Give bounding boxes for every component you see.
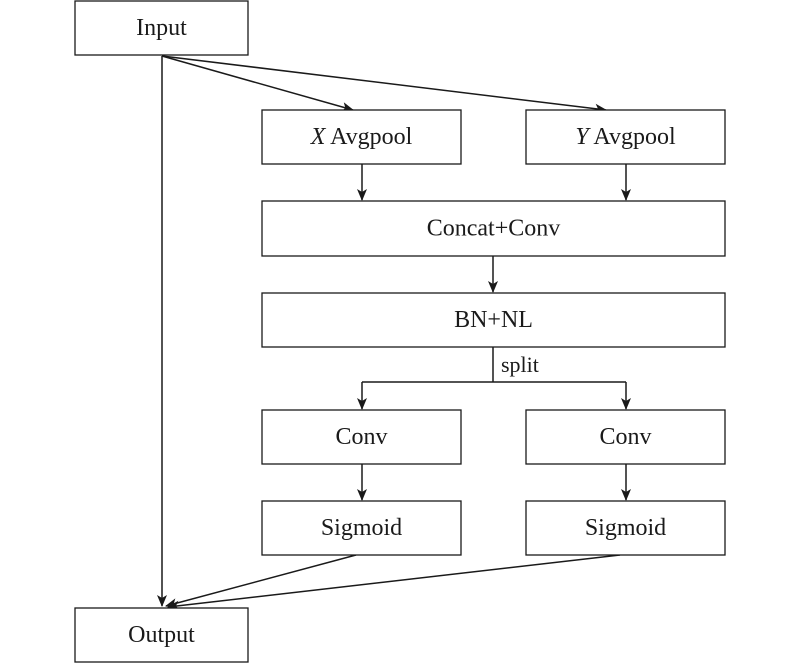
edge-sigmoid-right-to-output — [167, 554, 621, 611]
node-x-avgpool-label: X Avgpool — [310, 124, 413, 150]
node-input-label: Input — [136, 15, 187, 41]
node-x-avgpool-text: Avgpool — [330, 124, 413, 150]
edge-input-to-y-avgpool — [161, 55, 607, 114]
node-sigmoid-left: Sigmoid — [261, 500, 462, 556]
node-conv-left-label: Conv — [335, 424, 387, 450]
node-conv-right: Conv — [525, 409, 726, 465]
node-conv-left: Conv — [261, 409, 462, 465]
node-y-avgpool-label: Y Avgpool — [575, 124, 676, 150]
node-sigmoid-left-label: Sigmoid — [321, 515, 402, 541]
node-output-label: Output — [128, 622, 195, 648]
node-conv-right-label: Conv — [599, 424, 651, 450]
node-input: Input — [74, 0, 249, 56]
edge-input-to-x-avgpool — [161, 55, 354, 112]
node-sigmoid-right: Sigmoid — [525, 500, 726, 556]
node-y-avgpool-axis: Y — [575, 124, 591, 150]
node-concat-conv-label: Concat+Conv — [427, 216, 561, 242]
node-concat-conv: Concat+Conv — [261, 200, 726, 257]
node-y-avgpool-text: Avgpool — [593, 124, 676, 150]
node-x-avgpool: X Avgpool — [261, 109, 462, 165]
split-label: split — [501, 352, 539, 377]
node-x-avgpool-axis: X — [310, 124, 327, 150]
node-bn-nl-label: BN+NL — [454, 307, 533, 333]
node-output: Output — [74, 607, 249, 663]
edges: split — [157, 55, 631, 611]
node-sigmoid-right-label: Sigmoid — [585, 515, 666, 541]
edge-sigmoid-left-to-output — [165, 554, 357, 608]
node-y-avgpool: Y Avgpool — [525, 109, 726, 165]
node-bn-nl: BN+NL — [261, 292, 726, 348]
